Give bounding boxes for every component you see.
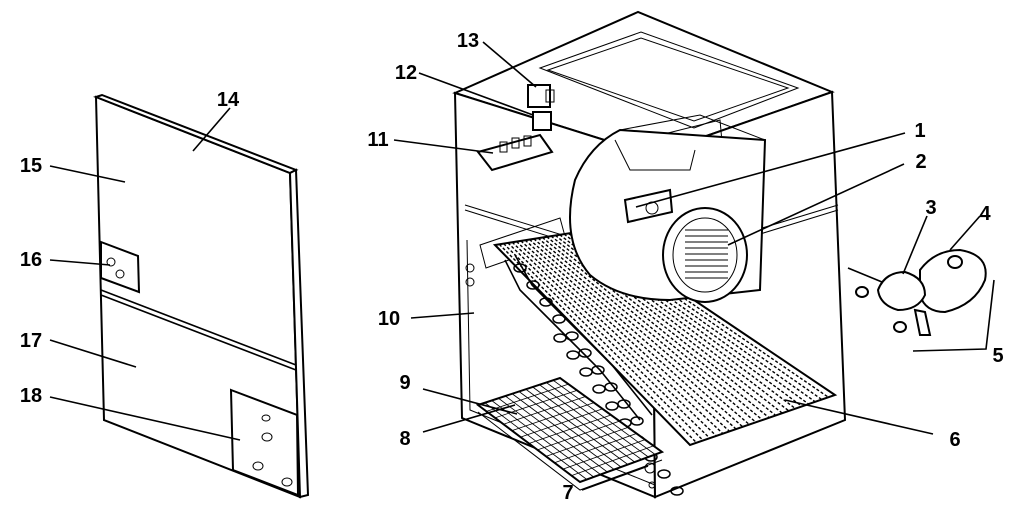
control-board xyxy=(476,133,554,172)
blower-motor-mount xyxy=(623,188,674,224)
callout-2: 2 xyxy=(915,151,926,173)
callout-12: 12 xyxy=(395,62,417,84)
leader-lines xyxy=(49,41,995,491)
mount-bolt xyxy=(947,255,963,269)
callout-16: 16 xyxy=(20,249,42,271)
blower-inlet-ring xyxy=(662,207,748,303)
callout-17: 17 xyxy=(20,330,42,352)
callout-15: 15 xyxy=(20,155,42,177)
callout-9: 9 xyxy=(399,372,410,394)
side-fittings xyxy=(465,263,475,287)
callout-1: 1 xyxy=(914,120,925,142)
callout-11: 11 xyxy=(367,129,388,151)
callout-4: 4 xyxy=(979,203,991,225)
relay xyxy=(532,111,552,131)
panel-label-plate-lower xyxy=(229,388,300,497)
motor-clamp xyxy=(847,267,932,336)
callout-13: 13 xyxy=(457,30,479,52)
coil-tubing-manifold xyxy=(504,254,684,496)
transformer xyxy=(527,84,555,108)
callout-labels: 1 2 3 4 5 6 7 8 9 10 11 12 13 14 15 16 1… xyxy=(20,30,1004,504)
callout-6: 6 xyxy=(949,429,960,451)
callout-18: 18 xyxy=(20,385,42,407)
drain-pan xyxy=(475,376,665,491)
drain-fittings xyxy=(644,462,656,489)
evaporator-coil xyxy=(492,228,838,447)
callout-10: 10 xyxy=(378,308,400,330)
panel-label-plate-upper xyxy=(100,240,141,294)
motor-mount-plate xyxy=(919,248,987,314)
callout-8: 8 xyxy=(399,428,410,450)
callout-14: 14 xyxy=(217,89,240,111)
callout-3: 3 xyxy=(925,197,936,219)
callout-5: 5 xyxy=(992,345,1003,367)
callout-7: 7 xyxy=(562,482,573,504)
